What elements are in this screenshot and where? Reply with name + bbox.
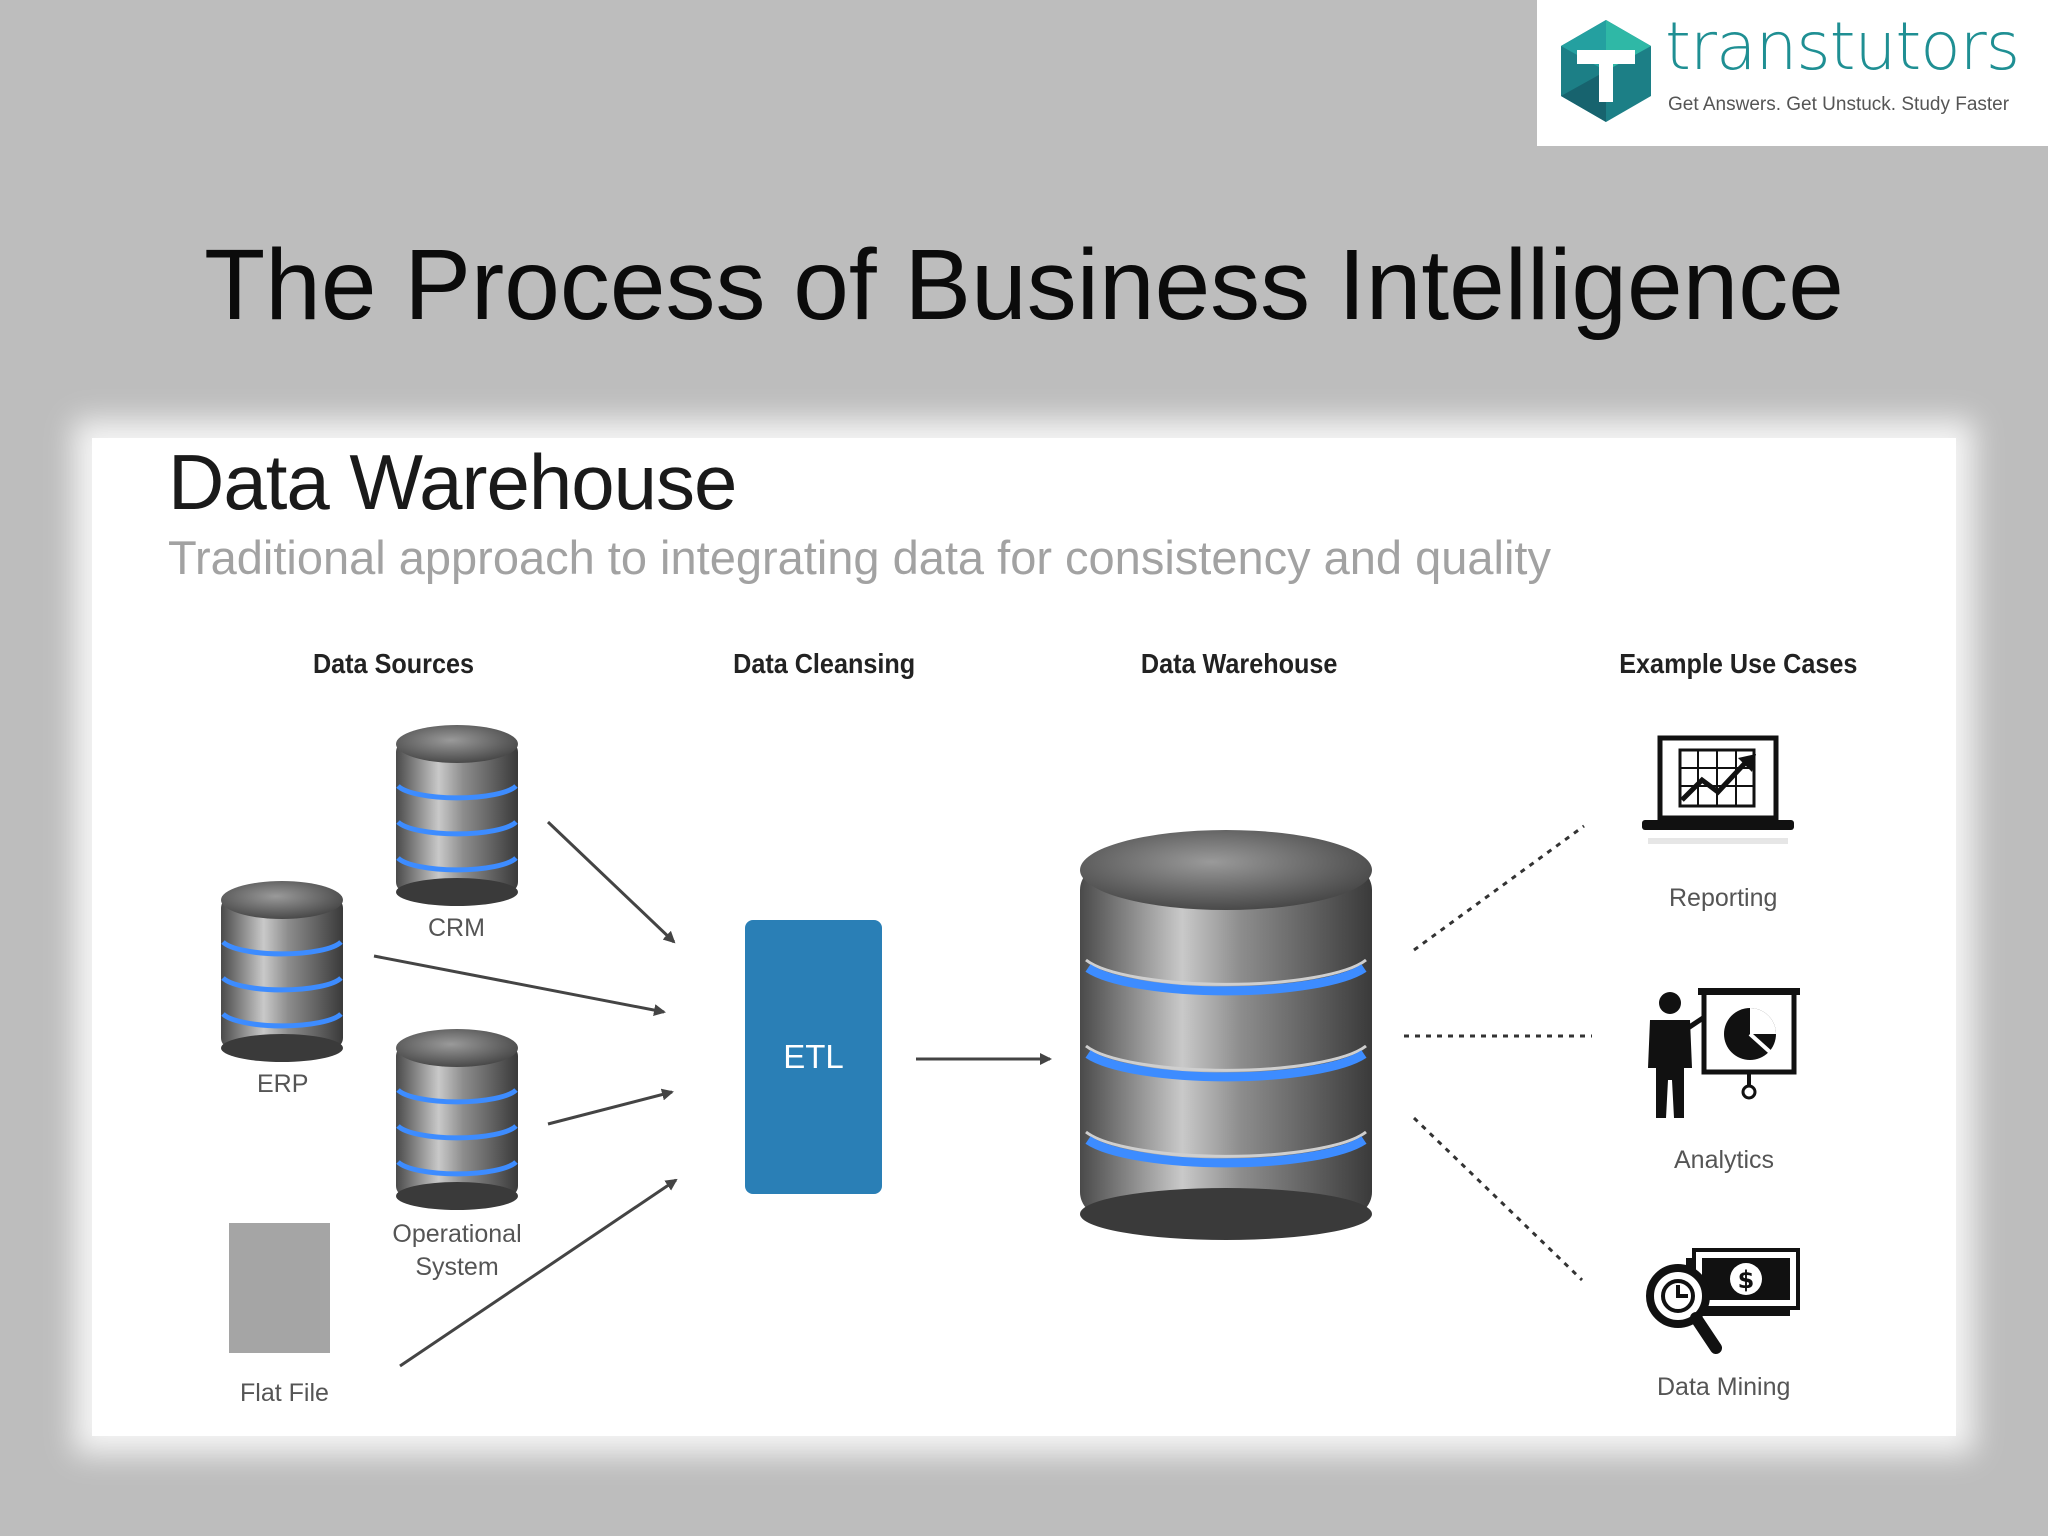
dotted-line-data-mining	[1412, 1116, 1584, 1282]
source-label-erp: ERP	[257, 1070, 309, 1098]
arrow-flatfile-etl	[399, 1178, 678, 1368]
use-case-label-data-mining: Data Mining	[1657, 1373, 1791, 1401]
source-label-operational-line2: System	[415, 1252, 499, 1281]
slide-title: The Process of Business Intelligence	[204, 229, 1844, 341]
source-label-operational-system: Operational System	[392, 1218, 522, 1283]
column-head-example-use-cases: Example Use Cases	[1619, 648, 1858, 679]
arrow-erp-etl	[373, 954, 666, 1016]
arrow-operational-etl	[547, 1088, 674, 1126]
use-case-label-analytics: Analytics	[1674, 1146, 1775, 1174]
etl-label: ETL	[783, 1038, 844, 1075]
presenter-pie-chart-icon	[1648, 988, 1800, 1118]
flat-file-icon	[229, 1223, 330, 1353]
source-label-crm: CRM	[428, 914, 485, 942]
diagram-heading: Data Warehouse	[168, 438, 737, 526]
column-head-data-cleansing: Data Cleansing	[733, 648, 916, 679]
etl-box: ETL	[745, 920, 882, 1194]
laptop-chart-icon	[1642, 735, 1794, 844]
source-label-flat-file: Flat File	[240, 1379, 329, 1407]
logo-tagline: Get Answers. Get Unstuck. Study Faster	[1668, 94, 2010, 115]
dotted-line-reporting	[1413, 824, 1585, 952]
magnifier-money-icon: $	[1646, 1248, 1800, 1354]
column-head-data-warehouse: Data Warehouse	[1140, 648, 1338, 679]
database-icon-warehouse	[1080, 830, 1372, 1240]
hexagon-t-logo-icon	[1561, 20, 1651, 122]
database-icon-operational-system	[396, 1029, 518, 1210]
use-case-label-reporting: Reporting	[1669, 884, 1778, 912]
diagram-panel	[92, 438, 1956, 1436]
database-icon-erp	[221, 881, 343, 1062]
transtutors-logo[interactable]: transtutors Get Answers. Get Unstuck. St…	[1537, 0, 2048, 146]
column-head-data-sources: Data Sources	[312, 648, 475, 679]
logo-wordmark: transtutors	[1665, 8, 2020, 85]
source-label-operational-line1: Operational	[392, 1220, 522, 1248]
database-icon-crm	[396, 725, 518, 906]
svg-text:$: $	[1738, 1266, 1755, 1294]
diagram-subheading: Traditional approach to integrating data…	[168, 531, 1551, 584]
arrow-crm-etl	[546, 820, 676, 944]
